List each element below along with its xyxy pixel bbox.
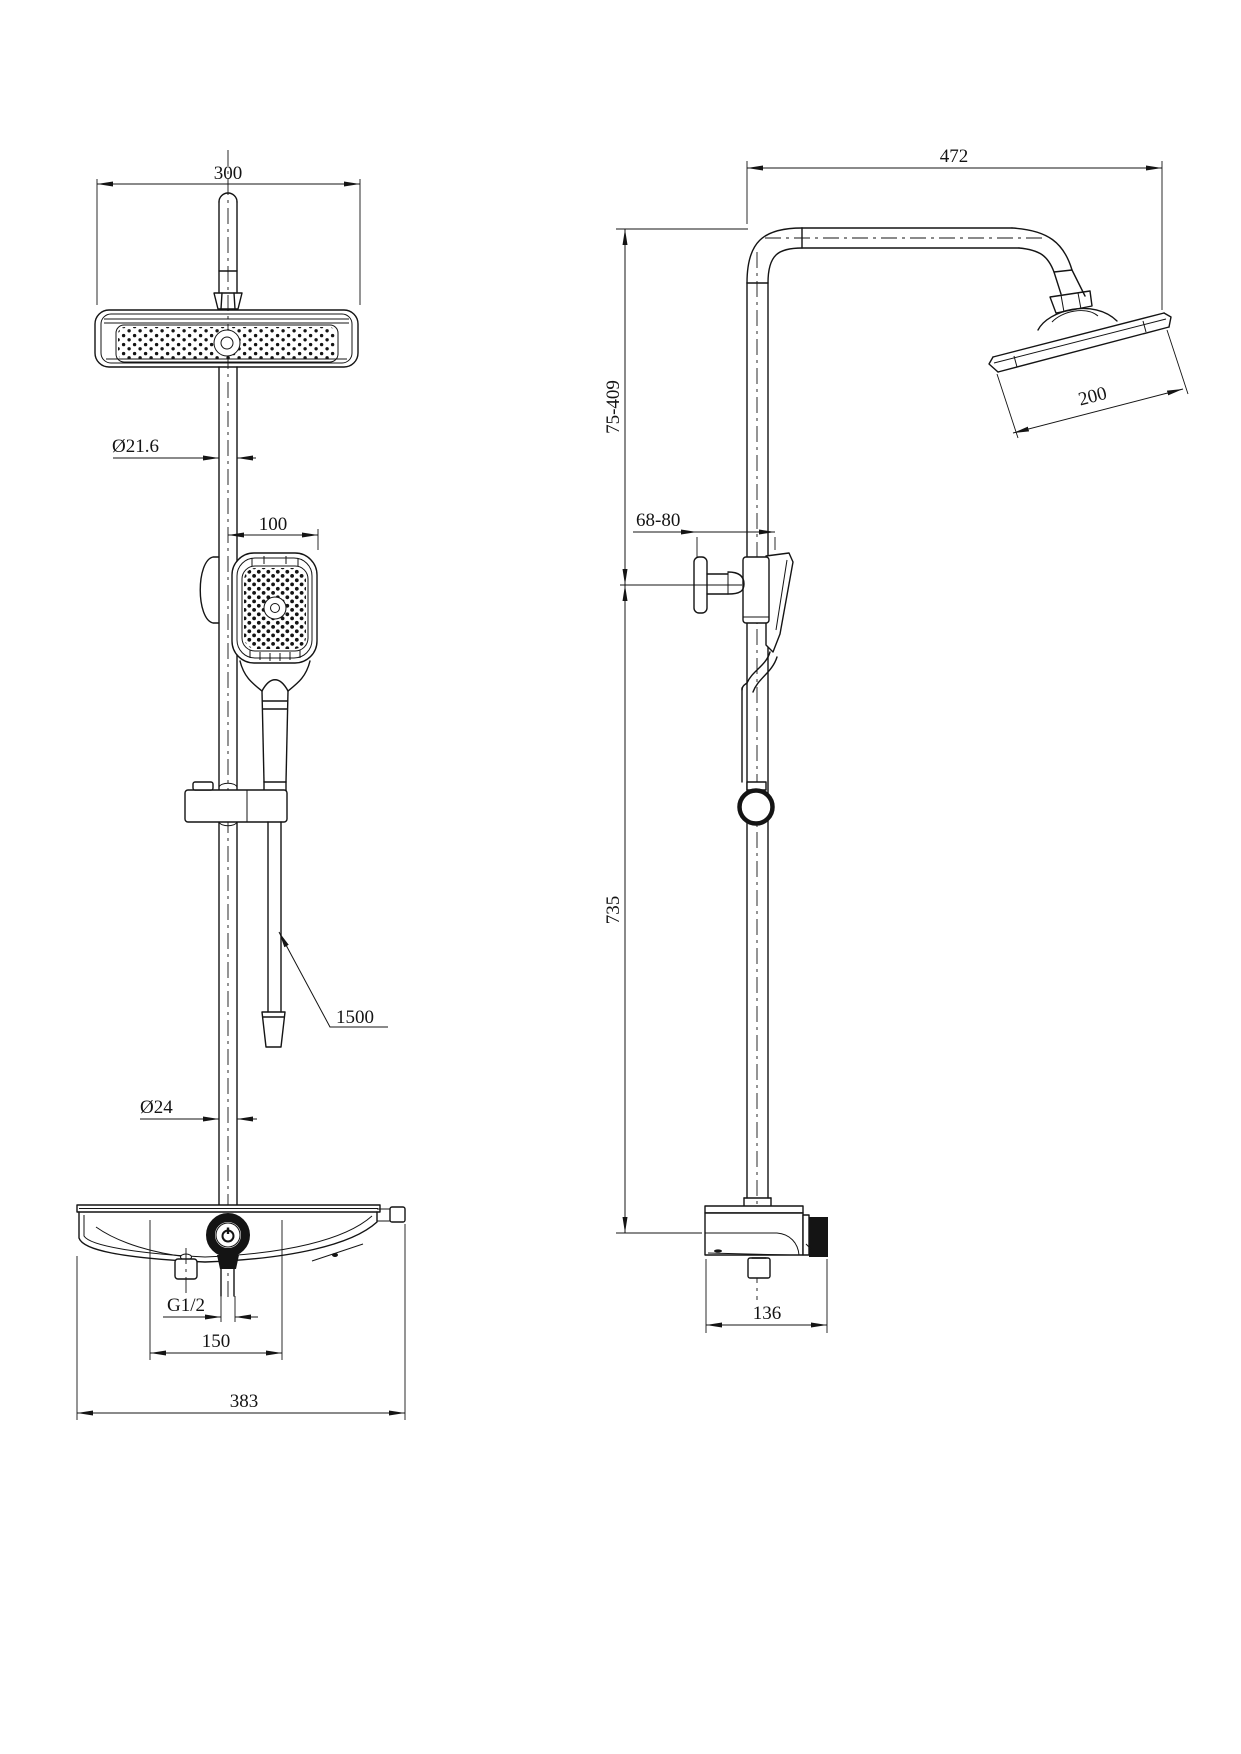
hose-outlet-front [174,1248,198,1293]
diverter-knob-front [389,1206,406,1223]
dim-valve-total-width: 383 [230,1391,259,1412]
dim-outlet-thread: G1/2 [167,1295,205,1316]
dim-hand-shower-width: 100 [259,514,288,535]
hand-shower-front [231,552,318,798]
thermostat-knob-front [206,1213,250,1269]
dim-riser-upper-diameter: Ø21.6 [112,436,159,457]
front-dimensions: 300 Ø21.6 100 1500 Ø24 G1/2 [76,163,406,1420]
hose-guide-side [737,781,775,826]
dim-hose-length: 1500 [336,1007,374,1028]
mixer-valve-side [704,1205,828,1279]
front-view: 300 Ø21.6 100 1500 Ø24 G1/2 [76,150,406,1420]
bottom-outlet-front [220,1268,235,1297]
dim-head-width: 300 [214,163,243,184]
mixer-valve-front [76,1204,406,1297]
wall-bracket-front [199,556,220,624]
power-icon [221,1227,235,1243]
dim-slider-height-range: 75-409 [603,380,624,434]
side-riser-and-arm [743,227,1086,1207]
dim-riser-length: 735 [603,896,624,925]
overhead-shower-head [94,309,359,368]
wall-anchor-side [809,1217,828,1257]
overhead-head-side [988,290,1172,373]
wall-plate-side [802,1214,810,1256]
dim-wall-clearance-range: 68-80 [636,510,680,531]
bottom-outlet-side [747,1257,771,1279]
shower-hose-front [261,821,286,1048]
slider-bracket-front [184,781,288,827]
dim-inlet-spacing: 150 [202,1331,231,1352]
dim-valve-depth: 136 [753,1303,782,1324]
hand-shower-side [741,552,794,783]
dim-riser-lower-diameter: Ø24 [140,1097,173,1118]
front-supply-pipe [213,192,243,310]
dim-arm-reach: 472 [940,146,969,167]
